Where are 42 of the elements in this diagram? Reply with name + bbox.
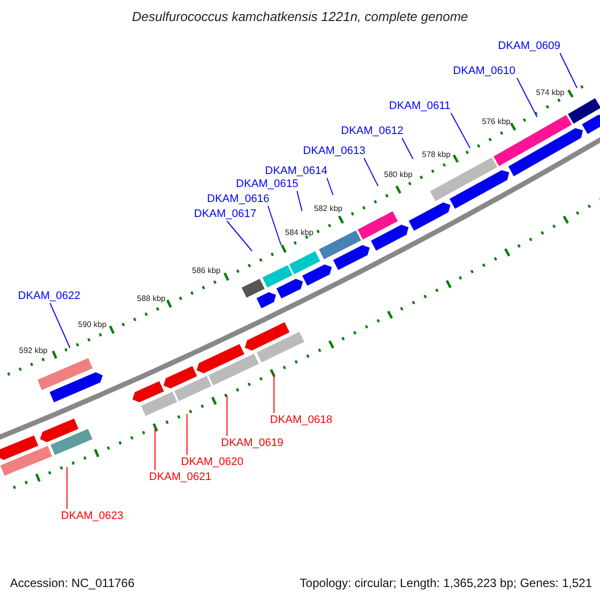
gene-label: DKAM_0614 — [265, 165, 328, 177]
leader-line — [326, 178, 334, 196]
position-label: 574 kbp — [536, 88, 564, 98]
genome-stats-text: Topology: circular; Length: 1,365,223 bp; Genes: 1,521 — [300, 576, 592, 590]
position-label: 580 kbp — [384, 170, 412, 180]
position-label: 590 kbp — [78, 320, 106, 330]
position-label: 592 kbp — [19, 346, 48, 356]
leader-line — [268, 206, 282, 246]
leader-line — [560, 52, 578, 88]
position-label: 578 kbp — [422, 150, 450, 160]
gene-label: DKAM_0609 — [498, 40, 560, 52]
position-label: 586 kbp — [192, 266, 220, 276]
leader-line — [516, 78, 538, 118]
gene-label: DKAM_0623 — [61, 510, 124, 522]
position-label: 584 kbp — [285, 228, 314, 238]
gene-label: DKAM_0618 — [270, 414, 332, 426]
gene-label: DKAM_0610 — [453, 65, 516, 77]
leader-line — [450, 112, 470, 148]
diagram-title: Desulfurococcus kamchatkensis 1221n, complete genome — [130, 9, 469, 24]
gene-label: DKAM_0615 — [236, 178, 298, 190]
leader-line — [402, 138, 414, 160]
position-label: 576 kbp — [482, 117, 510, 127]
gene-label: DKAM_0617 — [194, 208, 256, 220]
leader-line — [66, 466, 68, 510]
gene-label: DKAM_0611 — [389, 100, 451, 112]
leader-line — [154, 428, 156, 470]
gene-label: DKAM_0621 — [149, 471, 212, 483]
gene-label: DKAM_0619 — [221, 437, 284, 449]
gene-label: DKAM_0622 — [18, 290, 80, 302]
gene-label: DKAM_0613 — [303, 145, 366, 157]
leader-line — [296, 190, 302, 212]
leader-line — [226, 220, 252, 252]
leader-line — [226, 394, 228, 436]
position-label: 582 kbp — [314, 204, 342, 214]
leader-line — [186, 414, 188, 456]
gene-label: DKAM_0612 — [341, 125, 404, 137]
leader-line — [50, 302, 70, 348]
accession-text: Accession: NC_011766 — [10, 576, 135, 590]
gene-label: DKAM_0620 — [181, 456, 244, 468]
leader-line — [364, 158, 378, 186]
position-label: 588 kbp — [137, 294, 166, 304]
gene-label: DKAM_0616 — [207, 193, 270, 205]
